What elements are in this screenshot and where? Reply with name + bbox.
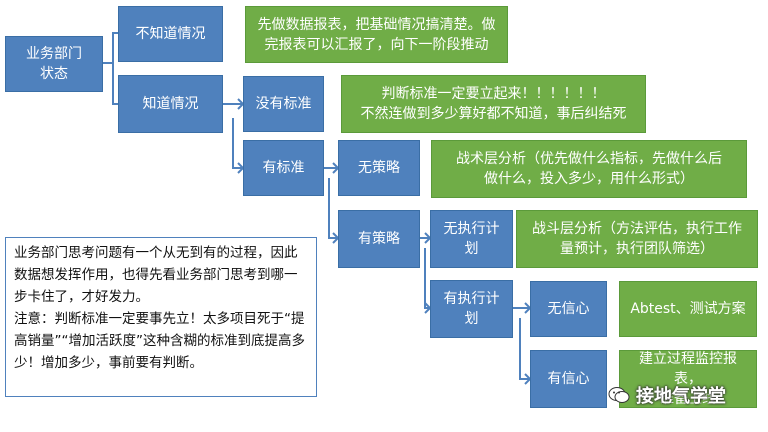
note-box: 业务部门思考问题有一个从无到有的过程，因此数据想发挥作用，也得先看业务部门思考到… xyxy=(5,237,317,397)
action-no-strategy: 战术层分析（优先做什么指标，先做什么后 做什么，投入多少，用什么形式） xyxy=(431,140,747,198)
node-no-standard: 没有标准 xyxy=(243,76,324,132)
root-node-business-state: 业务部门 状态 xyxy=(5,36,103,92)
watermark-text: 接地气学堂 xyxy=(636,386,726,407)
node-no-confidence: 无信心 xyxy=(530,281,607,337)
action-unknown: 先做数据报表，把基础情况搞清楚。做 完报表可以汇报了，向下一阶段推动 xyxy=(245,6,508,63)
node-no-strategy: 无策略 xyxy=(338,140,420,196)
node-no-plan: 无执行计 划 xyxy=(430,210,513,268)
node-known: 知道情况 xyxy=(118,75,223,133)
action-no-standard: 判断标准一定要立起来！！！！！！ 不然连做到多少算好都不知道，事后纠结死 xyxy=(341,75,646,133)
action-no-plan: 战斗层分析（方法评估，执行工作 量预计，执行团队筛选） xyxy=(516,210,758,268)
action-no-confidence: Abtest、测试方案 xyxy=(619,281,757,337)
watermark: 接地气学堂 xyxy=(608,382,726,408)
wechat-icon xyxy=(608,387,630,403)
note-paragraph-2: 注意：判断标准一定要事先立！太多项目死于“提高销量”“增加活跃度”这种含糊的标准… xyxy=(14,311,305,371)
action-has-confidence: 建立过程监控报表， 准备上线 xyxy=(619,350,757,408)
node-has-standard: 有标准 xyxy=(243,140,324,196)
node-has-confidence: 有信心 xyxy=(530,350,607,408)
node-has-strategy: 有策略 xyxy=(338,210,420,268)
node-unknown: 不知道情况 xyxy=(118,6,223,62)
note-paragraph-1: 业务部门思考问题有一个从无到有的过程，因此数据想发挥作用，也得先看业务部门思考到… xyxy=(14,245,298,305)
node-has-plan: 有执行计 划 xyxy=(430,280,513,338)
